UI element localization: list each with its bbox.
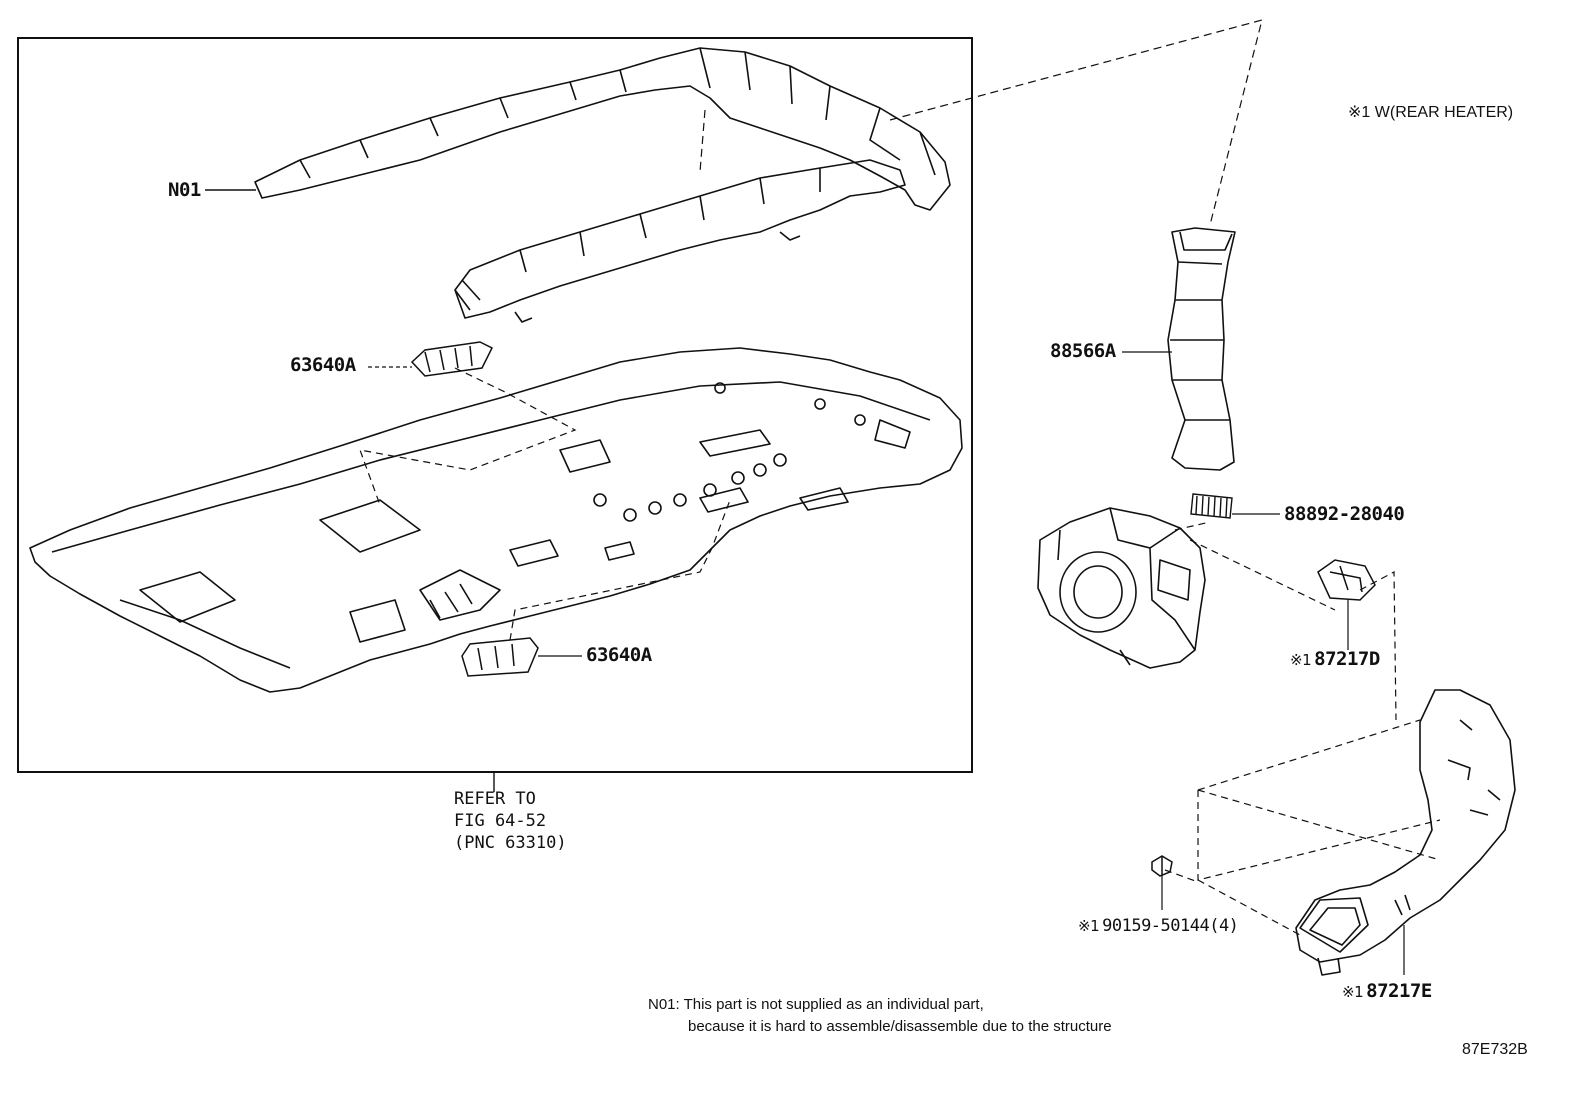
footnote-line-2: because it is hard to assemble/disassemb… <box>688 1018 1112 1035</box>
legend-marker: ※1 <box>1348 104 1371 121</box>
refer-line-1: REFER TO <box>454 789 536 809</box>
drawing-code: 87E732B <box>1462 1041 1528 1058</box>
duct-87217d-drawing <box>1317 559 1376 601</box>
assist-grip-bottom-drawing <box>461 637 539 677</box>
label-87217e-text: 87217E <box>1366 980 1432 1002</box>
roof-duct-drawing <box>254 47 951 323</box>
refer-to-block: REFER TO FIG 64-52 (PNC 63310) <box>454 788 567 854</box>
duct-87217e-drawing <box>1295 689 1516 976</box>
headliner-group-frame <box>17 37 973 773</box>
note-marker: ※1 <box>1342 983 1364 1001</box>
assist-grip-top-drawing <box>410 341 494 377</box>
legend-rear-heater: ※1 W(REAR HEATER) <box>1348 105 1513 121</box>
refer-line-3: (PNC 63310) <box>454 833 567 853</box>
footnote-line-1: N01: This part is not supplied as an ind… <box>648 996 984 1013</box>
label-n01: N01 <box>168 179 201 201</box>
label-87217d-text: 87217D <box>1314 648 1380 670</box>
blower-dashline <box>1174 521 1336 611</box>
label-63640a-bottom: 63640A <box>586 644 652 666</box>
63640a-top-dashline <box>359 367 577 506</box>
legend-text: W(REAR HEATER) <box>1374 104 1514 121</box>
87217d-dashline <box>1359 571 1397 721</box>
blower-unit-drawing <box>1037 507 1206 669</box>
note-marker: ※1 <box>1078 917 1100 935</box>
63640a-bottom-dashline <box>509 499 731 641</box>
duct-connection-dashline <box>699 19 1263 226</box>
87217e-dashline <box>1164 719 1441 936</box>
filter-88892-drawing <box>1190 493 1233 519</box>
refer-line-2: FIG 64-52 <box>454 811 547 831</box>
footnote-n01: N01: This part is not supplied as an ind… <box>648 994 1112 1038</box>
label-63640a-top: 63640A <box>290 354 356 376</box>
label-88566a: 88566A <box>1050 340 1116 362</box>
headliner-drawing <box>29 347 963 693</box>
air-duct-88566a-drawing <box>1167 227 1236 471</box>
label-88892-28040: 88892-28040 <box>1284 503 1405 525</box>
label-90159-text: 90159-50144(4) <box>1102 916 1239 936</box>
clip-90159-drawing <box>1151 855 1173 877</box>
note-marker: ※1 <box>1290 651 1312 669</box>
